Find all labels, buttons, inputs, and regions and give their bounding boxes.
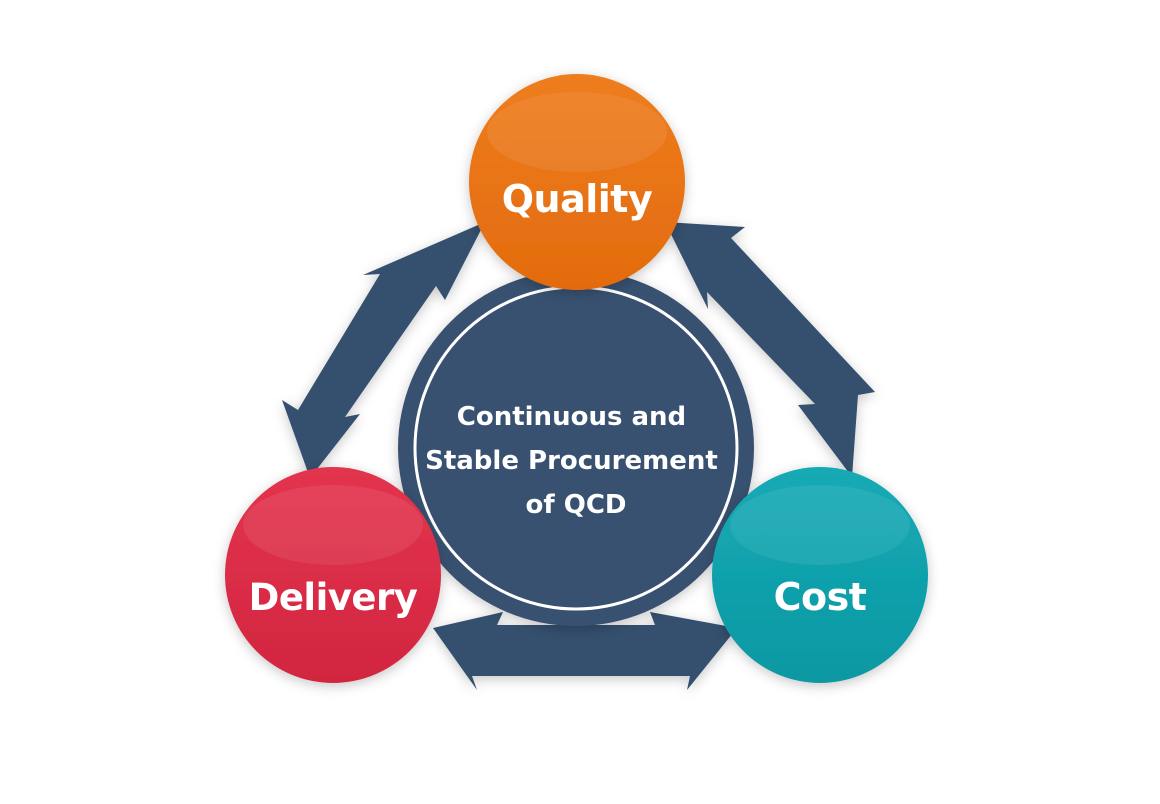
arrows [282, 222, 875, 690]
center-title: Continuous and Stable Procurement of QCD [425, 402, 727, 520]
center-line-1: Continuous and [457, 402, 686, 432]
center-line-2: Stable Procurement [425, 446, 718, 476]
arrow-delivery-cost [433, 612, 737, 690]
delivery-label: Delivery [249, 576, 418, 619]
quality-label: Quality [502, 177, 653, 221]
center-line-3: of QCD [526, 490, 627, 520]
quality-highlight [487, 92, 667, 172]
node-quality [469, 74, 685, 290]
node-delivery [225, 467, 441, 683]
delivery-highlight [243, 485, 423, 565]
arrow-quality-cost [665, 222, 875, 477]
cost-highlight [730, 485, 910, 565]
node-cost [712, 467, 928, 683]
cost-label: Cost [774, 575, 867, 619]
arrow-quality-delivery [282, 222, 485, 478]
center-outer-circle [398, 270, 754, 626]
